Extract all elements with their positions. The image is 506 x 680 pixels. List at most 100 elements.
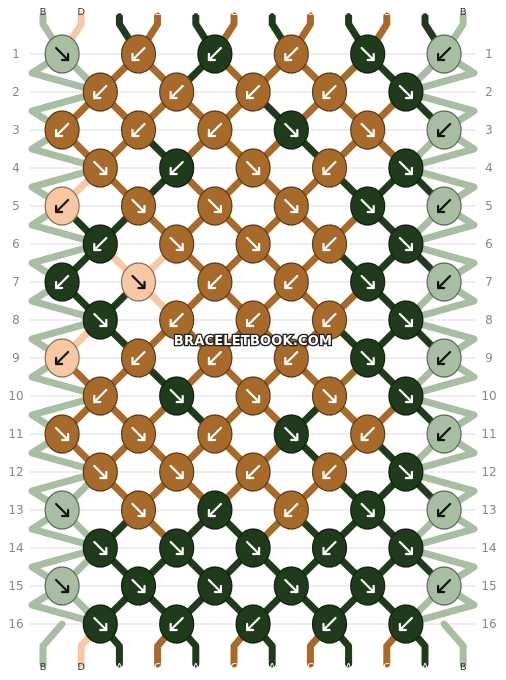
row-number-left: 11 [8, 427, 23, 441]
arrow-head-icon [246, 318, 255, 328]
top-strand-label: A [116, 7, 123, 18]
arrow-down-left-icon [284, 502, 299, 518]
arrow-down-left-icon [169, 616, 184, 632]
top-strand-label: D [77, 7, 85, 18]
knot [350, 34, 386, 74]
knot [350, 566, 386, 606]
arrow-head-icon [328, 394, 337, 404]
row-number-right: 8 [485, 313, 493, 327]
row-number-right: 15 [481, 579, 496, 593]
top-strand-label: A [269, 7, 276, 18]
arrow-down-left-icon [246, 84, 261, 100]
knot [159, 224, 195, 264]
row-number-right: 9 [485, 351, 493, 365]
knot [273, 566, 309, 606]
knot [426, 262, 462, 302]
arrow-head-icon [175, 470, 184, 480]
knot [44, 110, 80, 150]
arrow-head-icon [398, 622, 407, 632]
arrow-down-right-icon [169, 388, 184, 404]
arrow-head-icon [404, 318, 413, 328]
knot [388, 224, 424, 264]
knot [388, 300, 424, 340]
arrow-down-left-icon [246, 616, 261, 632]
arrow-head-icon [322, 470, 331, 480]
arrow-head-icon [284, 280, 293, 290]
arrow-down-right-icon [360, 502, 375, 518]
arrow-head-icon [246, 622, 255, 632]
arrow-head-icon [437, 356, 446, 366]
knot [311, 148, 348, 188]
knot [159, 300, 195, 340]
arrow-down-right-icon [398, 312, 413, 328]
top-strand-label: C [231, 7, 238, 18]
arrow-head-icon [169, 90, 178, 100]
top-strand-label: C [307, 7, 314, 18]
arrow-down-left-icon [437, 426, 452, 442]
arrow-head-icon [169, 318, 178, 328]
arrow-head-icon [437, 52, 446, 62]
arrow-head-icon [252, 394, 261, 404]
arrow-down-right-icon [360, 350, 375, 366]
top-strand-label: C [383, 7, 390, 18]
arrow-head-icon [99, 546, 108, 556]
knot [159, 72, 195, 112]
knot [159, 148, 195, 188]
knot [235, 604, 271, 644]
row-number-left: 6 [12, 237, 20, 251]
arrow-head-icon [131, 128, 140, 138]
knot [159, 376, 195, 416]
arrow-down-left-icon [169, 160, 184, 176]
arrow-head-icon [207, 128, 216, 138]
knot [197, 262, 233, 302]
arrow-down-right-icon [360, 274, 375, 290]
arrow-down-right-icon [360, 578, 375, 594]
arrow-head-icon [284, 52, 293, 62]
arrow-head-icon [252, 546, 261, 556]
arrow-down-right-icon [246, 540, 261, 556]
row-number-right: 14 [481, 541, 496, 555]
arrow-head-icon [322, 166, 331, 176]
arrow-head-icon [252, 166, 261, 176]
arrow-head-icon [60, 432, 70, 442]
arrow-down-right-icon [284, 122, 299, 138]
arrow-down-right-icon [246, 388, 261, 404]
arrow-head-icon [284, 508, 293, 518]
knot [388, 528, 424, 568]
arrow-down-right-icon [54, 502, 70, 518]
knot [197, 490, 233, 530]
knot [426, 110, 462, 150]
knot [235, 148, 271, 188]
arrow-head-icon [290, 204, 299, 214]
knot [426, 414, 462, 454]
knot [197, 34, 233, 74]
arrow-down-right-icon [93, 312, 108, 328]
arrow-head-icon [366, 356, 375, 366]
arrow-down-left-icon [437, 46, 452, 62]
arrow-head-icon [99, 470, 108, 480]
row-number-left: 5 [12, 199, 20, 213]
bottom-strand-label: A [422, 662, 429, 673]
arrow-head-icon [137, 280, 146, 290]
knot [120, 34, 157, 74]
arrow-down-right-icon [207, 578, 222, 594]
knot [388, 72, 424, 112]
arrow-head-icon [93, 90, 102, 100]
arrow-down-left-icon [93, 236, 108, 252]
arrow-down-left-icon [322, 540, 337, 556]
knot [273, 490, 309, 530]
arrow-down-left-icon [207, 274, 222, 290]
knot [120, 262, 157, 302]
arrow-head-icon [322, 318, 331, 328]
arrow-down-left-icon [131, 46, 146, 62]
knot [82, 148, 118, 188]
arrow-head-icon [93, 394, 102, 404]
knot [120, 566, 157, 606]
arrow-down-left-icon [437, 122, 452, 138]
arrow-head-icon [93, 242, 102, 252]
arrow-head-icon [366, 52, 375, 62]
knot [197, 414, 233, 454]
knot [120, 490, 157, 530]
arrow-down-left-icon [322, 312, 337, 328]
row-number-left: 7 [12, 275, 20, 289]
